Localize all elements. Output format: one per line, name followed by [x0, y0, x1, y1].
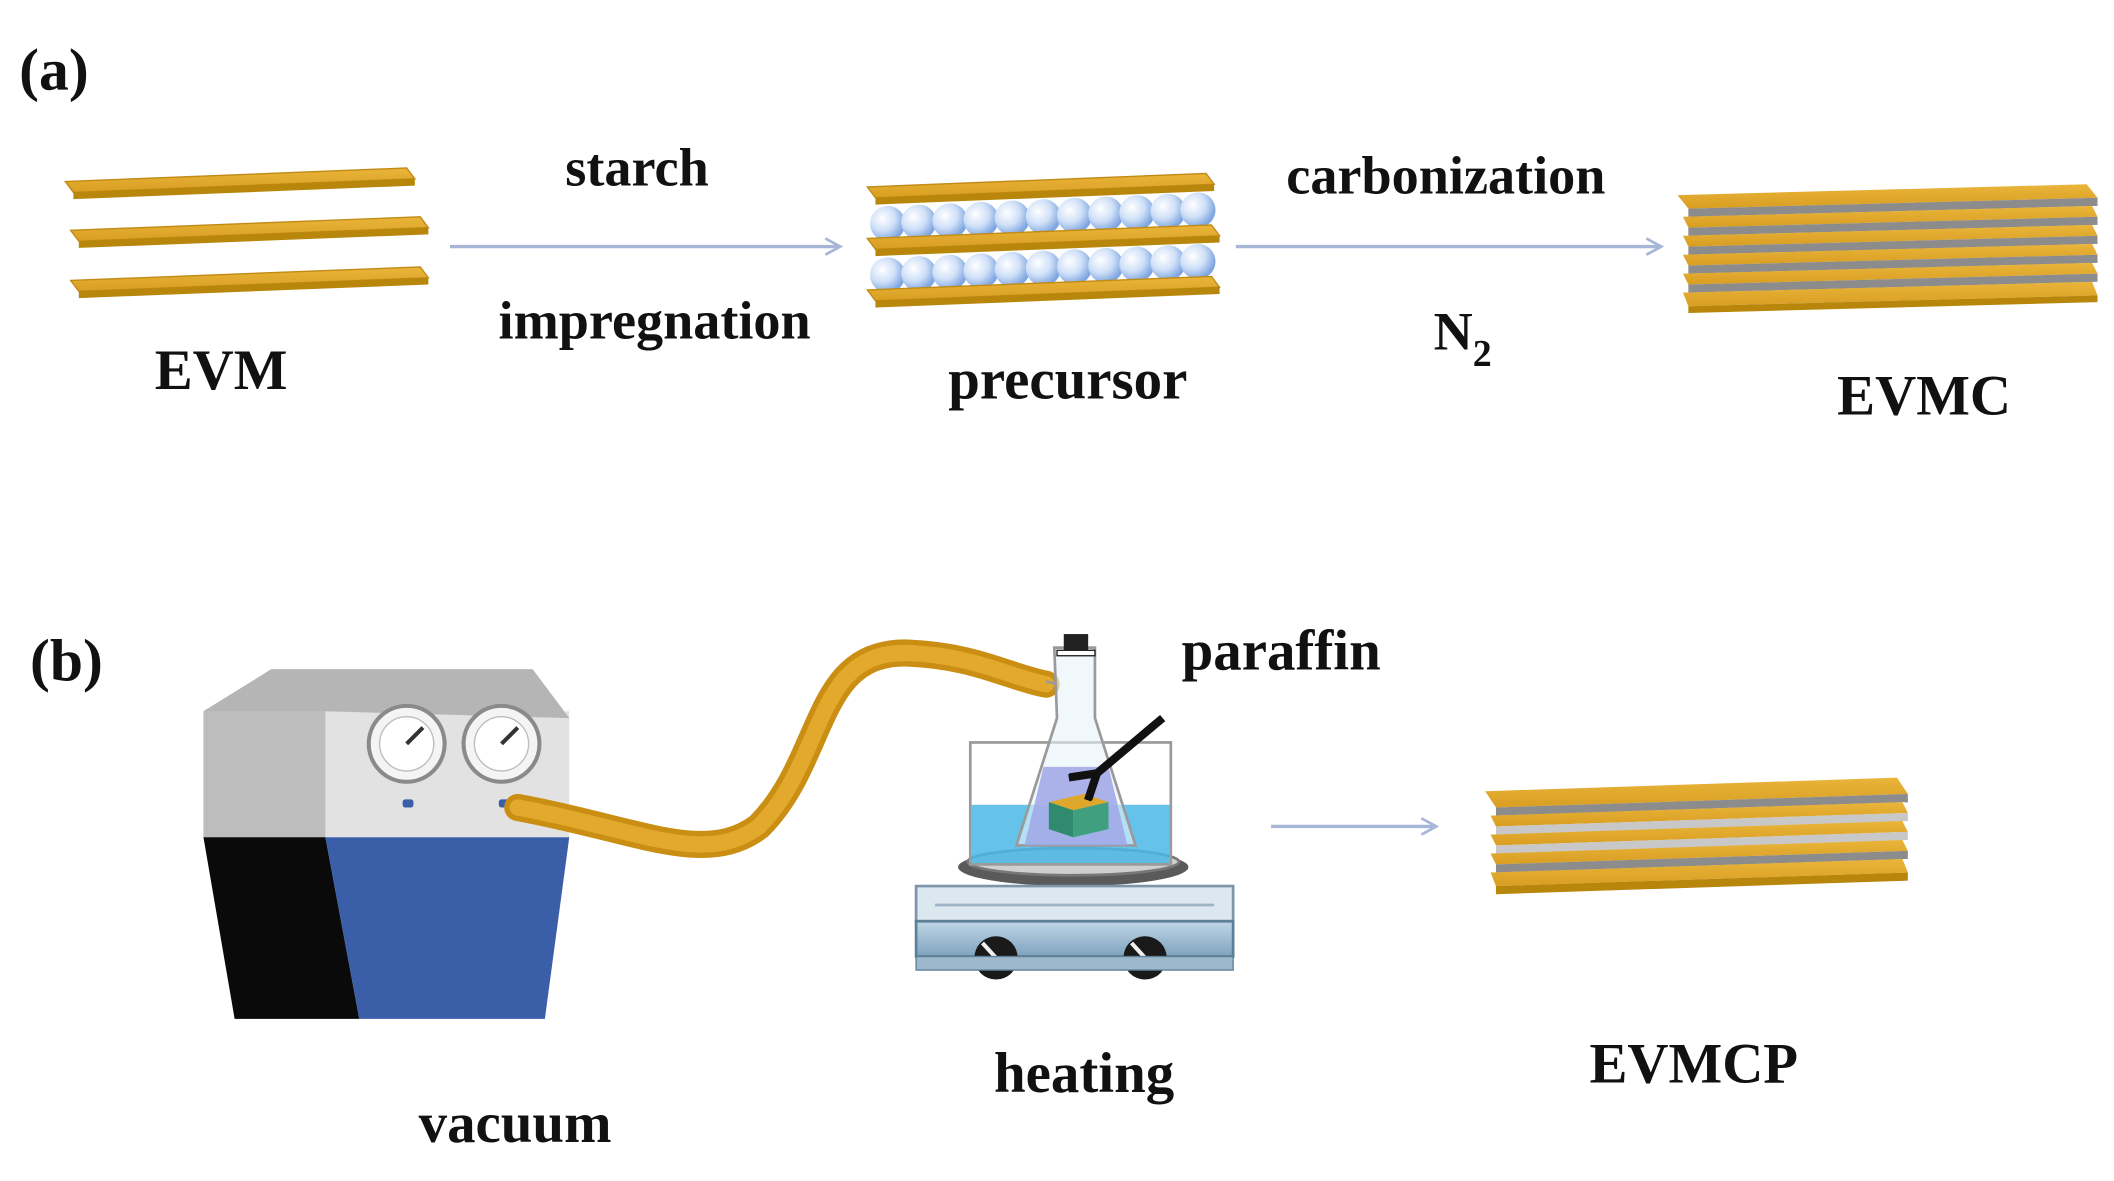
- evmc-stack-icon: [1677, 184, 2098, 313]
- paraffin-pointer-arrow: [1095, 714, 1166, 775]
- starch-sphere-icon: [870, 243, 1216, 293]
- evm-label: EVM: [155, 339, 288, 402]
- gauge-icon: [461, 703, 542, 784]
- evmcp-label: EVMCP: [1589, 1033, 1798, 1096]
- impregnation-label: impregnation: [499, 291, 811, 351]
- flask-icon: [1014, 634, 1138, 847]
- panel-a-label: (a): [19, 36, 89, 102]
- precursor-sheets-icon: [866, 172, 1221, 308]
- vacuum-pump-icon: [203, 669, 570, 1019]
- evmc-label: EVMC: [1837, 365, 2011, 428]
- hose-icon: [504, 639, 1060, 858]
- heating-label: heating: [994, 1042, 1174, 1105]
- n2-main: N: [1434, 302, 1473, 362]
- precursor-label: precursor: [948, 348, 1187, 411]
- panel-b-label: (b): [30, 627, 103, 693]
- n2-subscript: 2: [1473, 333, 1492, 375]
- vacuum-label: vacuum: [419, 1092, 612, 1155]
- gauge-icon: [366, 703, 447, 784]
- hot-plate-icon: [914, 846, 1235, 980]
- paraffin-label: paraffin: [1182, 619, 1381, 682]
- starch-label: starch: [565, 138, 709, 198]
- evm-sheets-icon: [63, 167, 430, 299]
- starch-sphere-icon: [870, 192, 1216, 242]
- n2-label: N2: [1434, 302, 1492, 375]
- carbonization-label: carbonization: [1286, 146, 1605, 206]
- evmcp-stack-icon: [1485, 777, 1908, 895]
